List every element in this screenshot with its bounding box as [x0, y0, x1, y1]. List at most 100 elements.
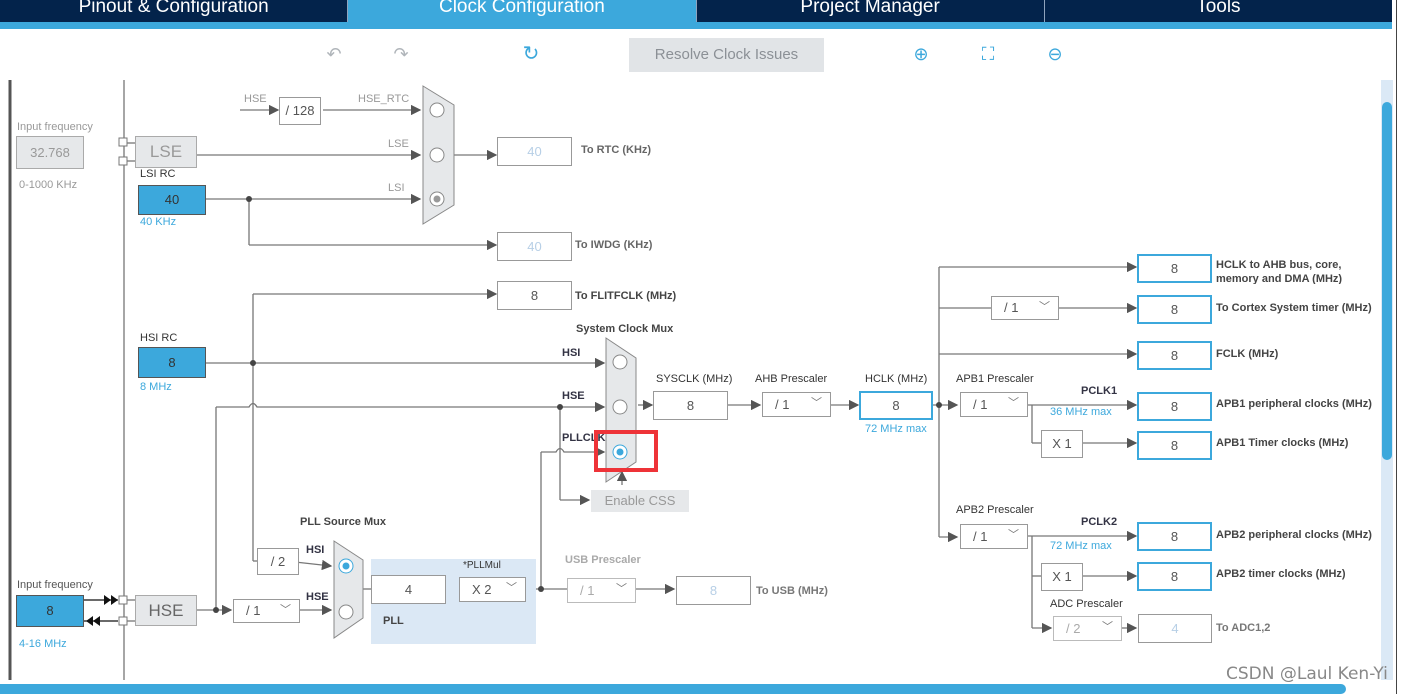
pllsrc-hse-label: HSE [306, 591, 329, 603]
adc-prescaler-select[interactable]: / 2 ﹀ [1053, 616, 1122, 641]
hsi-rc-value: 8 [138, 347, 206, 378]
horizontal-scrollbar-thumb[interactable] [0, 684, 1346, 694]
usb-out-value: 8 [676, 576, 751, 605]
hse-rtc-divider: / 128 [279, 97, 321, 125]
hse-prediv-select[interactable]: / 1 ﹀ [233, 599, 300, 623]
adc-out-label: To ADC1,2 [1216, 622, 1271, 634]
tab-clock-configuration[interactable]: Clock Configuration [348, 0, 697, 22]
zoom-out-icon[interactable]: ⊖ [1047, 44, 1063, 64]
hclk-title: HCLK (MHz) [865, 373, 928, 385]
lsi-freq: 40 KHz [140, 216, 177, 228]
hsi-div2: / 2 [257, 548, 299, 575]
chevron-down-icon: ﹀ [280, 604, 291, 616]
apb1-prescaler-select[interactable]: / 1 ﹀ [960, 392, 1028, 417]
hclk-value-input[interactable]: 8 [859, 391, 933, 420]
pll-input-value: 4 [371, 575, 446, 604]
clock-wires [8, 80, 1138, 680]
chevron-down-icon: ﹀ [1102, 621, 1113, 633]
adc-prescaler-title: ADC Prescaler [1050, 598, 1123, 610]
system-clock-mux-title: System Clock Mux [576, 323, 674, 335]
highlight-pllclk-selection[interactable] [594, 430, 658, 472]
cortex-prescaler-select[interactable]: / 1﹀ [991, 296, 1059, 320]
hclk-ahb-label: HCLK to AHB bus, core, memory and DMA (M… [1216, 259, 1343, 284]
ahb-prescaler-title: AHB Prescaler [755, 373, 828, 385]
zoom-in-icon[interactable]: ⊕ [913, 44, 929, 64]
apb2-prescaler-value: / 1 [973, 529, 988, 544]
ahb-prescaler-select[interactable]: / 1﹀ [762, 392, 831, 417]
to-iwdg-label: To IWDG (KHz) [575, 239, 653, 251]
vertical-scrollbar-thumb[interactable] [1382, 102, 1392, 460]
hclk-ahb-value[interactable]: 8 [1137, 254, 1212, 283]
apb1-timer-label: APB1 Timer clocks (MHz) [1216, 437, 1349, 449]
lse-block[interactable]: LSE [135, 136, 197, 168]
to-flitfclk-value: 8 [497, 281, 572, 310]
apb2-peripheral-value[interactable]: 8 [1137, 522, 1212, 551]
lse-input-frequency[interactable]: 32.768 [16, 136, 84, 169]
apb2-timer-multiplier: X 1 [1041, 563, 1083, 591]
sysclk-title: SYSCLK (MHz) [656, 373, 733, 385]
pllmul-select[interactable]: X 2 ﹀ [459, 577, 526, 602]
reset-icon[interactable]: ↻ [522, 43, 540, 65]
sysmux-hse-label: HSE [562, 390, 585, 402]
enable-css-button[interactable]: Enable CSS [591, 490, 689, 512]
to-flitfclk-label: To FLITFCLK (MHz) [575, 290, 677, 302]
cortex-timer-value[interactable]: 8 [1137, 295, 1212, 324]
adc-out-value: 4 [1138, 614, 1212, 643]
adc-prescaler-value: / 2 [1066, 621, 1081, 636]
hsi-freq: 8 MHz [140, 381, 172, 393]
tab-pinout[interactable]: Pinout & Configuration [0, 0, 349, 22]
hse-input-frequency[interactable]: 8 [16, 595, 84, 627]
hse-input-title: Input frequency [17, 579, 93, 591]
redo-icon[interactable]: ↷ [393, 44, 409, 64]
pll-source-mux-title: PLL Source Mux [300, 516, 386, 528]
sysclk-value: 8 [653, 391, 728, 420]
pclk1-label: PCLK1 [1081, 385, 1118, 397]
sysmux-hsi-label: HSI [562, 347, 581, 359]
resolve-clock-issues-button[interactable]: Resolve Clock Issues [629, 38, 824, 72]
rtc-hse-label: HSE [244, 93, 267, 105]
apb1-prescaler-value: / 1 [973, 397, 988, 412]
tab-tools[interactable]: Tools [1196, 0, 1241, 17]
hse-rtc-label: HSE_RTC [358, 93, 410, 105]
apb1-max: 36 MHz max [1050, 406, 1112, 418]
chevron-down-icon: ﹀ [506, 582, 517, 594]
chevron-down-icon: ﹀ [616, 583, 627, 595]
fclk-label: FCLK (MHz) [1216, 348, 1279, 360]
main-tabs: Pinout & Configuration Clock Configurati… [0, 0, 1392, 22]
apb1-peripheral-value[interactable]: 8 [1137, 392, 1212, 421]
apb1-timer-value[interactable]: 8 [1137, 431, 1212, 460]
hse-prediv-value: / 1 [246, 603, 261, 618]
hclk-max: 72 MHz max [865, 423, 927, 435]
apb1-peripheral-label: APB1 peripheral clocks (MHz) [1216, 398, 1372, 410]
chevron-down-icon: ﹀ [1039, 301, 1050, 313]
usb-out-label: To USB (MHz) [756, 585, 828, 597]
lse-range: 0-1000 KHz [19, 179, 78, 191]
fclk-value[interactable]: 8 [1137, 341, 1212, 370]
apb1-timer-multiplier: X 1 [1041, 430, 1083, 458]
pllmul-value: X 2 [472, 582, 492, 597]
apb1-prescaler-title: APB1 Prescaler [956, 373, 1034, 385]
chevron-down-icon: ﹀ [1008, 529, 1019, 541]
rtc-lsi-label: LSI [388, 182, 405, 194]
cortex-timer-label: To Cortex System timer (MHz) [1216, 302, 1372, 314]
usb-prescaler-select[interactable]: / 1 ﹀ [567, 578, 636, 603]
lsi-rc-value: 40 [138, 185, 206, 215]
tab-project-manager[interactable]: Project Manager [697, 0, 1045, 22]
hse-range: 4-16 MHz [19, 638, 67, 650]
fit-screen-icon[interactable]: ⛶ [981, 44, 995, 64]
to-rtc-value: 40 [497, 137, 572, 166]
rtc-lse-label: LSE [388, 138, 409, 150]
watermark: CSDN @Laul Ken-Yi [1226, 664, 1388, 684]
usb-prescaler-value: / 1 [580, 583, 595, 598]
ahb-prescaler-value: / 1 [775, 397, 790, 412]
apb2-max: 72 MHz max [1050, 540, 1112, 552]
undo-icon[interactable]: ↶ [326, 44, 342, 64]
window-edge [1396, 0, 1412, 694]
chevron-down-icon: ﹀ [1008, 397, 1019, 409]
usb-prescaler-title: USB Prescaler [565, 554, 641, 566]
apb2-timer-value[interactable]: 8 [1137, 562, 1212, 591]
pclk2-label: PCLK2 [1081, 516, 1118, 528]
apb2-prescaler-select[interactable]: / 1 ﹀ [960, 524, 1028, 549]
lse-input-title: Input frequency [17, 121, 93, 133]
hse-block[interactable]: HSE [135, 595, 197, 626]
